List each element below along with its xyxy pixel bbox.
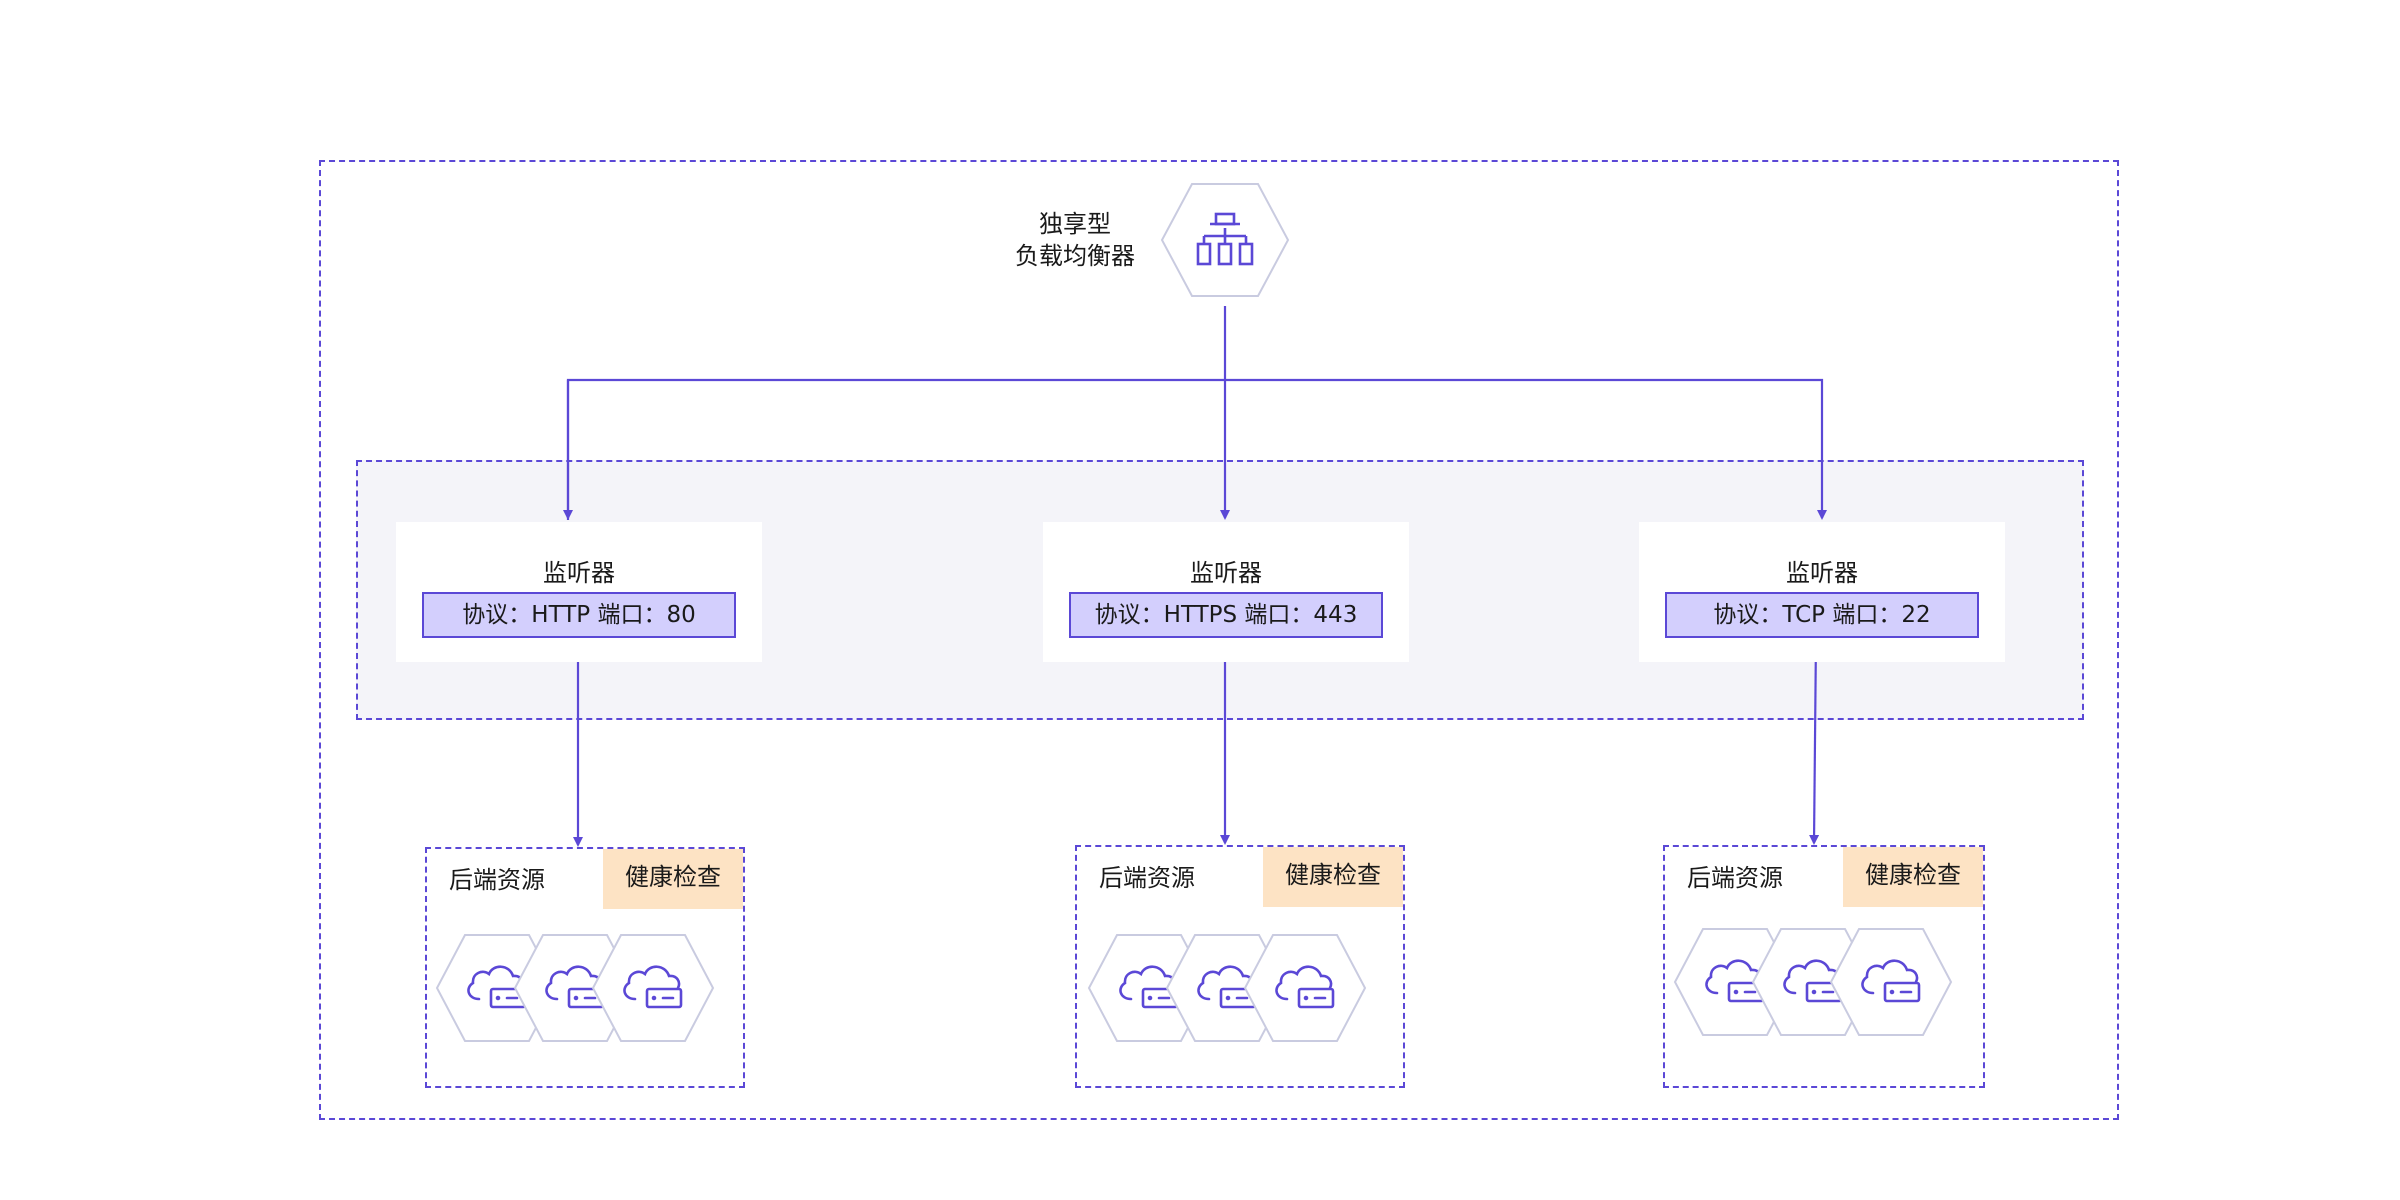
cloud-server-node [1751, 928, 1875, 1036]
listener-1[interactable]: 监听器 协议：HTTP 端口：80 [396, 522, 762, 662]
backend-group-1[interactable]: 后端资源 健康检查 [425, 847, 745, 1088]
listener-title: 监听器 [1190, 559, 1262, 587]
backend-title: 后端资源 [1099, 864, 1195, 892]
cloud-server-node [1243, 934, 1367, 1042]
outer-boundary [319, 160, 2119, 1120]
cloud-server-node [1087, 934, 1211, 1042]
listener-protocol: 协议：HTTP 端口：80 [422, 592, 736, 638]
backend-title: 后端资源 [1687, 864, 1783, 892]
cloud-server-node [591, 934, 715, 1042]
cloud-server-node [435, 934, 559, 1042]
cloud-server-node [1829, 928, 1953, 1036]
listener-title: 监听器 [543, 559, 615, 587]
cloud-server-icon [623, 965, 683, 1009]
load-balancer-label-line2: 负载均衡器 [1015, 242, 1135, 270]
network-hierarchy-icon [1196, 212, 1254, 266]
cloud-server-icon [1275, 965, 1335, 1009]
backend-group-3[interactable]: 后端资源 健康检查 [1663, 845, 1985, 1088]
connector-bus [566, 378, 1827, 520]
backend-group-2[interactable]: 后端资源 健康检查 [1075, 845, 1405, 1088]
listener-protocol: 协议：HTTPS 端口：443 [1069, 592, 1383, 638]
listener-protocol: 协议：TCP 端口：22 [1665, 592, 1979, 638]
listener-2[interactable]: 监听器 协议：HTTPS 端口：443 [1043, 522, 1409, 662]
connector-listener-3-to-backend-3 [1809, 636, 1820, 845]
cloud-server-node [1673, 928, 1797, 1036]
load-balancer-node [1160, 183, 1290, 297]
listener-title: 监听器 [1786, 559, 1858, 587]
health-check-badge[interactable]: 健康检查 [1843, 847, 1983, 907]
cloud-server-icon [1861, 959, 1921, 1003]
cloud-server-node [1165, 934, 1289, 1042]
backend-title: 后端资源 [449, 866, 545, 894]
load-balancer-label: 独享型 负载均衡器 [1000, 208, 1150, 272]
load-balancer-label-line1: 独享型 [1039, 210, 1111, 238]
listener-3[interactable]: 监听器 协议：TCP 端口：22 [1639, 522, 2005, 662]
health-check-badge[interactable]: 健康检查 [603, 849, 743, 909]
health-check-badge[interactable]: 健康检查 [1263, 847, 1403, 907]
